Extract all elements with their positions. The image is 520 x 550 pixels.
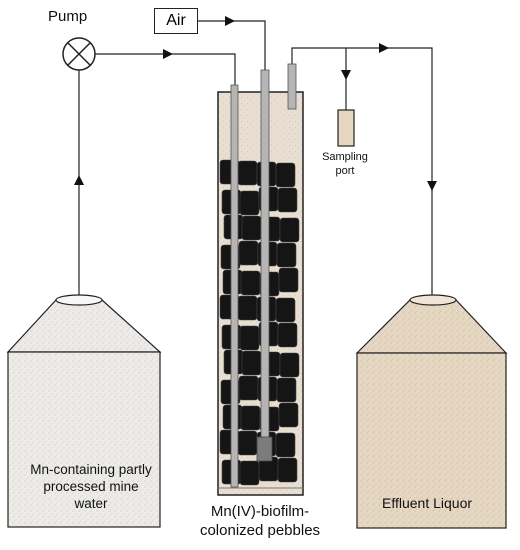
pebble	[279, 352, 300, 378]
air-tube	[260, 69, 270, 439]
pebble	[276, 377, 297, 403]
pebble	[278, 267, 299, 293]
effluent-tank-label: Effluent Liquor	[381, 495, 473, 511]
pebble	[237, 160, 258, 186]
pump-icon	[62, 37, 96, 71]
inlet-tube	[230, 84, 239, 488]
pump-label: Pump	[48, 8, 88, 25]
feed-tank	[6, 294, 162, 528]
arrow-icon	[225, 16, 235, 26]
pebble	[278, 402, 299, 428]
pebble	[275, 432, 296, 458]
pebble	[276, 242, 297, 268]
pebble	[275, 162, 296, 188]
pebble	[275, 297, 296, 323]
pebble	[240, 270, 261, 296]
arrow-icon	[341, 70, 351, 80]
packed-column	[217, 63, 304, 496]
arrow-icon	[427, 181, 437, 191]
pebble	[277, 457, 298, 483]
feed-line	[95, 53, 236, 85]
pebble	[238, 240, 259, 266]
pebble	[239, 460, 260, 486]
pebble	[240, 405, 261, 431]
pebble	[239, 190, 260, 216]
pebble	[241, 215, 262, 241]
pebble	[241, 350, 262, 376]
pebble	[239, 325, 260, 351]
sampling-port-label: Sampling port	[322, 151, 368, 177]
feed-tank-label: Mn-containing partly processed mine wate…	[30, 462, 152, 511]
pebble	[237, 295, 258, 321]
air-diffuser	[256, 436, 273, 462]
arrow-icon	[74, 175, 84, 185]
arrow-icon	[379, 43, 389, 53]
effluent-tank	[355, 294, 508, 529]
pebble	[277, 322, 298, 348]
outlet-tube	[287, 63, 297, 110]
air-line	[198, 20, 266, 70]
pebble	[238, 375, 259, 401]
air-label: Air	[166, 12, 186, 29]
air-supply: Air	[154, 8, 198, 34]
column-label: Mn(IV)-biofilm- colonized pebbles	[199, 503, 321, 539]
arrow-icon	[163, 49, 173, 59]
sampling-port	[337, 109, 355, 147]
pebble	[279, 217, 300, 243]
pebble	[277, 187, 298, 213]
pebble	[237, 430, 258, 456]
